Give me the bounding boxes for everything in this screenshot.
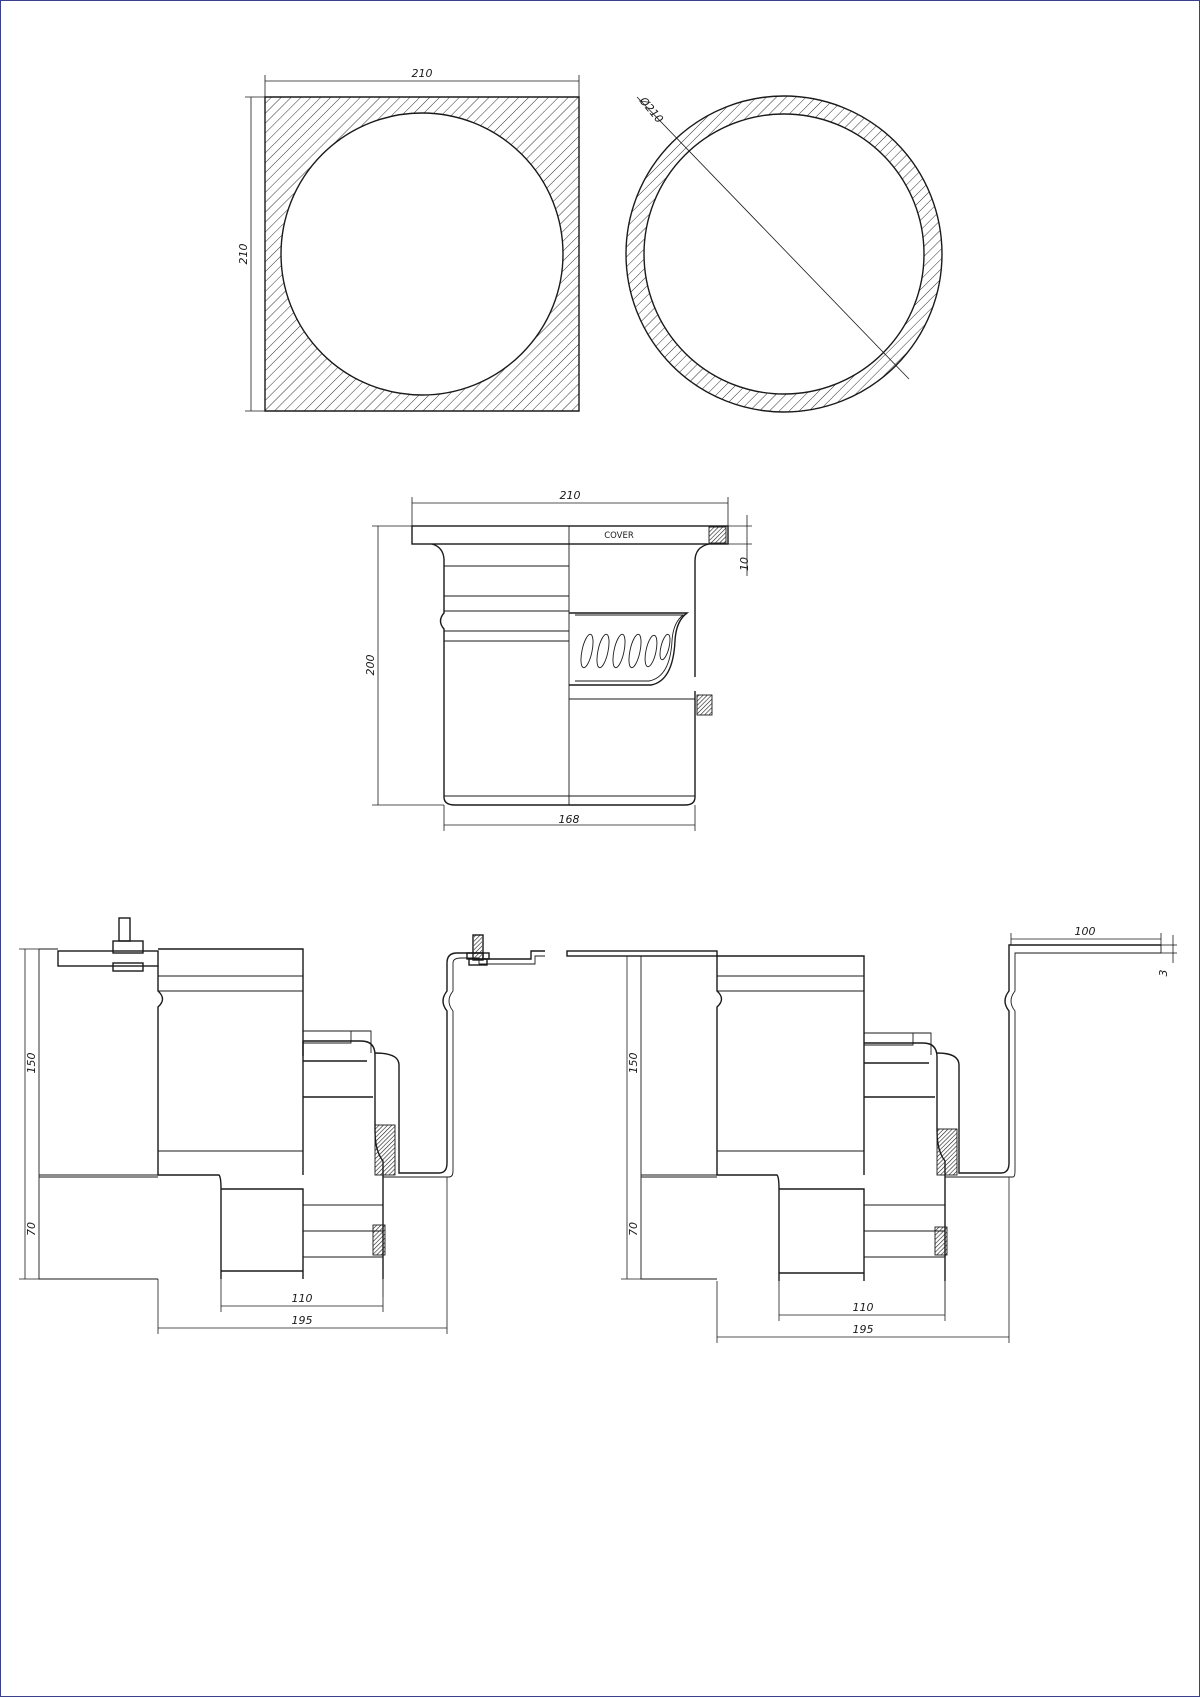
left-overall-width-label: 195 <box>292 1314 313 1327</box>
outlet-seal <box>696 694 713 716</box>
clamp-plate <box>57 950 159 967</box>
outer-membrane <box>374 950 545 1174</box>
cover-label: COVER <box>604 531 634 541</box>
basket-slots <box>580 633 671 669</box>
body-outline <box>431 543 710 806</box>
body-upper <box>716 955 865 1281</box>
top-flange <box>411 525 729 545</box>
round-grate-hatched-ring <box>625 95 943 413</box>
right-overall-width-label: 195 <box>853 1323 874 1336</box>
seal-ring-lower <box>934 1226 948 1256</box>
body-upper <box>157 948 304 1279</box>
left-lower-height-label: 70 <box>25 1222 38 1236</box>
square-grate-top-view: 210 210 <box>237 67 580 412</box>
clamp-bolt <box>118 917 131 942</box>
outer-membrane <box>936 944 1161 1174</box>
middle-height-label: 200 <box>364 655 377 676</box>
middle-flange-label: 10 <box>738 557 751 571</box>
left-outlet-width-label: 110 <box>292 1292 313 1305</box>
right-upper-height-label: 150 <box>627 1053 640 1074</box>
right-flange-thickness-label: 3 <box>1157 970 1170 977</box>
inner-trap <box>303 1040 384 1279</box>
seal-ring-lower <box>372 1224 386 1256</box>
inner-trap <box>864 1042 946 1281</box>
round-diameter-label: Ø210 <box>636 94 666 126</box>
drain-body-section-view: COVER 210 200 16 <box>364 489 752 831</box>
square-width-label: 210 <box>412 67 433 80</box>
middle-base-width-label: 168 <box>559 813 580 826</box>
middle-width-label: 210 <box>560 489 581 502</box>
flange-seal <box>708 526 727 544</box>
right-flange-length-label: 100 <box>1075 925 1096 938</box>
left-upper-height-label: 150 <box>25 1053 38 1074</box>
top-plate <box>566 950 718 957</box>
installation-section-right: 100 3 150 70 110 195 <box>566 925 1177 1343</box>
installation-section-left: 150 70 110 195 <box>19 917 545 1334</box>
right-outlet-width-label: 110 <box>853 1301 874 1314</box>
square-grate-hatched-face <box>264 96 580 412</box>
diameter-dimension-line <box>636 96 910 380</box>
round-grate-top-view: Ø210 <box>625 94 943 413</box>
square-height-label: 210 <box>237 244 250 265</box>
right-lower-height-label: 70 <box>627 1222 640 1236</box>
perforated-basket <box>569 612 690 686</box>
seal-ring-upper <box>374 1124 396 1176</box>
seal-ring-upper <box>936 1128 958 1176</box>
